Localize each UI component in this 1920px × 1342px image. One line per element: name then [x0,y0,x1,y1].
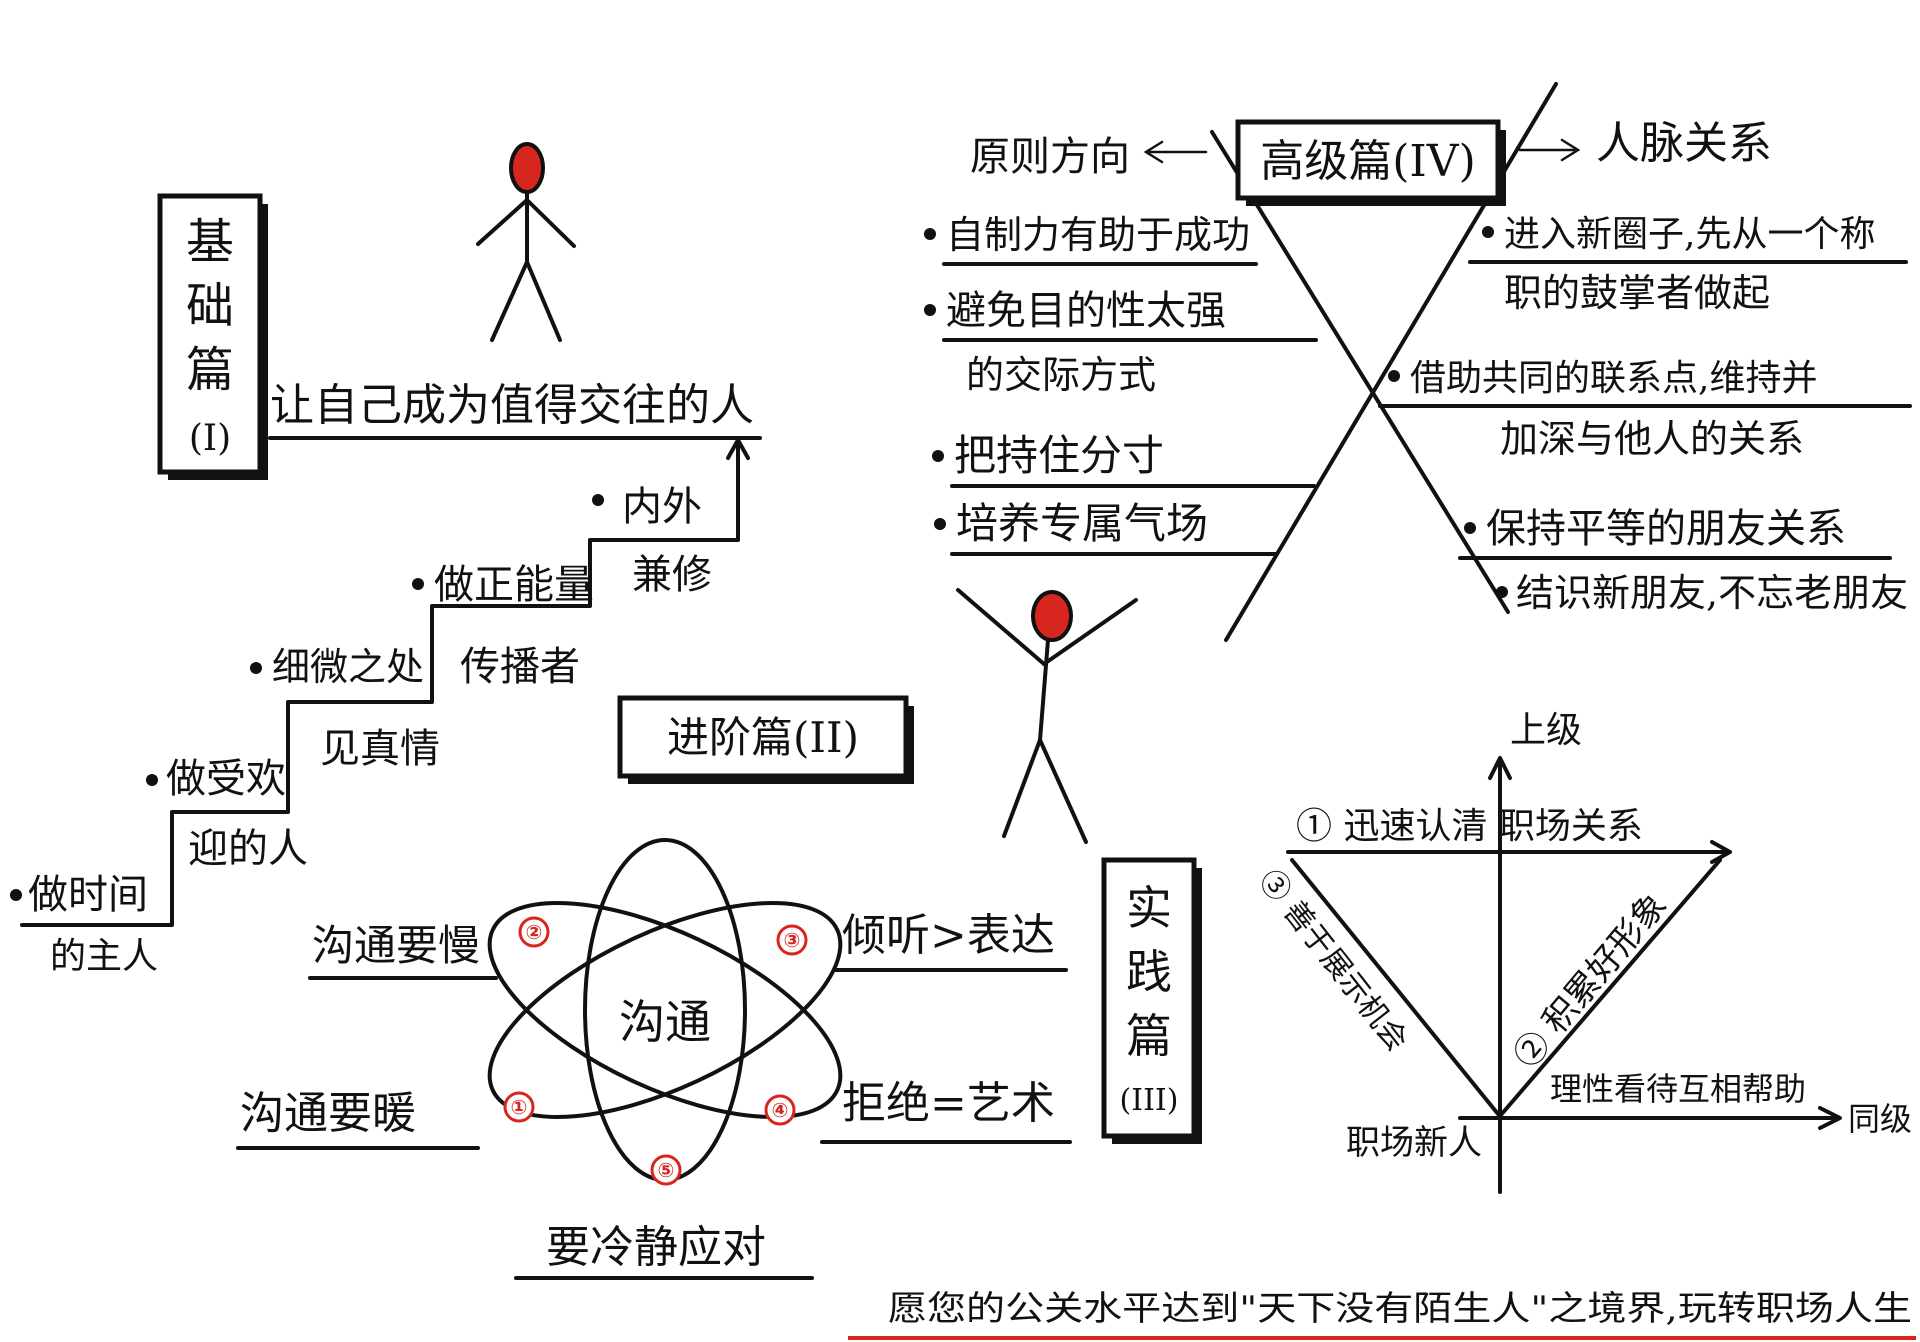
advanced-title: 进阶篇(II) [667,713,859,762]
step-3-line-1: 细微之处 [272,645,424,689]
staircase [20,440,740,927]
bullet-dot [932,450,944,462]
step-4-line-2: 传播者 [460,644,580,690]
senior-right-item-3: 保持平等的朋友关系 [1486,506,1846,552]
practice-section: 实 践 篇 (III) 上级 同级 职场新人 ① 迅速认清 职场关系 ② 积累好… [956,588,1912,1194]
step-4-line-1: 做正能量 [434,562,594,608]
step-5-line-1: 内外 [622,484,702,530]
marker-2 [518,916,550,948]
comm-item-1: 沟通要暖 [240,1088,416,1139]
stick-figure-standing-icon [476,142,576,342]
senior-left-item-2b: 的交际方式 [966,353,1156,397]
bullet-dot [146,774,158,786]
orbit-ellipse [487,901,843,1119]
senior-title-box [1235,119,1501,201]
marker-5 [650,1154,682,1186]
basic-title-char: 基 [186,214,234,270]
advanced-section: 进阶篇(II) 沟通 ① ② ③ ④ ⑤ 沟通要暖 沟通要慢 倾听>表达 拒绝=… [236,695,1072,1280]
diagonal-right [1498,858,1722,1118]
axis-label-peer: 同级 [1848,1100,1912,1138]
basic-title-box [157,193,263,475]
basic-title-char: 础 [186,278,234,334]
senior-title: 高级篇(IV) [1260,136,1476,187]
comm-item-3: 倾听>表达 [842,910,1055,961]
practice-title-box [1101,857,1197,1139]
advanced-title-box [617,695,909,779]
basic-section: 基 础 篇 (I) 让自己成为值得交往的人 做时间 的主人 做受欢 迎的人 细微… [10,142,762,977]
senior-left-item-4: 培养专属气场 [956,499,1208,548]
comm-item-5: 要冷静应对 [546,1222,766,1273]
bullet-dot [924,304,936,316]
bullet-dot [10,889,22,901]
footer-slogan: 愿您的公关水平达到"天下没有陌生人"之境界,玩转职场人生 [888,1289,1912,1329]
step-3-line-2: 见真情 [320,726,440,772]
senior-left-item-1: 自制力有助于成功 [946,213,1250,257]
marker-4-num: ④ [772,1098,789,1122]
axis-label-superior: 上级 [1510,710,1582,751]
bullet-dot [592,494,604,506]
practice-item-3: ③ 善于展示机会 [1252,863,1415,1058]
communication-center: 沟通 [619,995,711,1049]
orbit-ellipse [487,901,843,1119]
marker-3 [776,924,808,956]
basic-headline: 让自己成为值得交往的人 [270,380,754,431]
practice-title-char: (III) [1120,1083,1179,1118]
senior-right-item-1b: 职的鼓掌者做起 [1504,271,1770,315]
comm-item-4: 拒绝=艺术 [842,1078,1055,1129]
practice-item-1: ① 迅速认清 职场关系 [1296,806,1643,847]
arrow-left-head-icon [1143,140,1164,164]
step-2-line-1: 做受欢 [166,756,286,802]
bullet-dot [1388,370,1400,382]
bullet-dot [934,518,946,530]
marker-2-num: ② [526,920,543,944]
marker-4 [764,1094,796,1126]
practice-title-char: 践 [1126,945,1172,999]
bullet-dot [1464,522,1476,534]
staircase-arrow-icon [726,438,750,460]
practice-title-char: 实 [1126,881,1172,935]
marker-1-num: ① [511,1095,528,1119]
footer: 愿您的公关水平达到"天下没有陌生人"之境界,玩转职场人生 [848,1289,1916,1340]
step-1-line-1: 做时间 [28,872,148,918]
marker-3-num: ③ [784,928,801,952]
senior-left-item-3: 把持住分寸 [954,431,1164,480]
marker-5-num: ⑤ [658,1158,675,1182]
senior-right-item-2: 借助共同的联系点,维持并 [1410,358,1817,399]
senior-right-item-2b: 加深与他人的关系 [1500,417,1804,461]
bullet-dot [924,228,936,240]
comm-item-2: 沟通要慢 [312,921,480,970]
senior-right-item-1: 进入新圈子,先从一个称 [1504,214,1875,255]
bullet-dot [412,578,424,590]
senior-right-item-4: 结识新朋友,不忘老朋友 [1516,571,1908,615]
basic-title-char: (I) [189,418,231,459]
marker-1 [503,1091,535,1123]
senior-right-label: 人脉关系 [1596,118,1772,169]
basic-title-char: 篇 [186,342,234,398]
senior-section: 高级篇(IV) 原则方向 人脉关系 自制力有助于成功 避免目的性太强 的交际方式… [924,82,1912,642]
bullet-dot [1482,226,1494,238]
diagonal-left [1290,858,1500,1116]
origin-label: 职场新人 [1346,1123,1482,1163]
x-axis-arrow-icon [1818,1106,1842,1130]
bullet-dot [1496,586,1508,598]
practice-item-2: ② 积累好形象 [1506,886,1675,1076]
step-5-line-2: 兼修 [632,552,712,598]
y-axis-arrow-icon [1488,756,1512,780]
top-edge-arrow-icon [1710,840,1732,864]
bullet-dot [250,662,262,674]
practice-item-4: 理性看待互相帮助 [1550,1070,1806,1108]
stick-figure-cheering-icon [956,588,1138,844]
senior-left-item-2: 避免目的性太强 [946,288,1226,334]
communication-diagram: 沟通 ① ② ③ ④ ⑤ 沟通要暖 沟通要慢 倾听>表达 拒绝=艺术 要冷静应对 [236,838,1072,1280]
step-1-line-2: 的主人 [50,936,158,977]
senior-left-label: 原则方向 [970,134,1130,180]
x-stroke [1210,130,1510,614]
arrow-right-head-icon [1560,138,1581,162]
step-2-line-2: 迎的人 [188,826,308,872]
practice-title-char: 篇 [1126,1009,1172,1063]
